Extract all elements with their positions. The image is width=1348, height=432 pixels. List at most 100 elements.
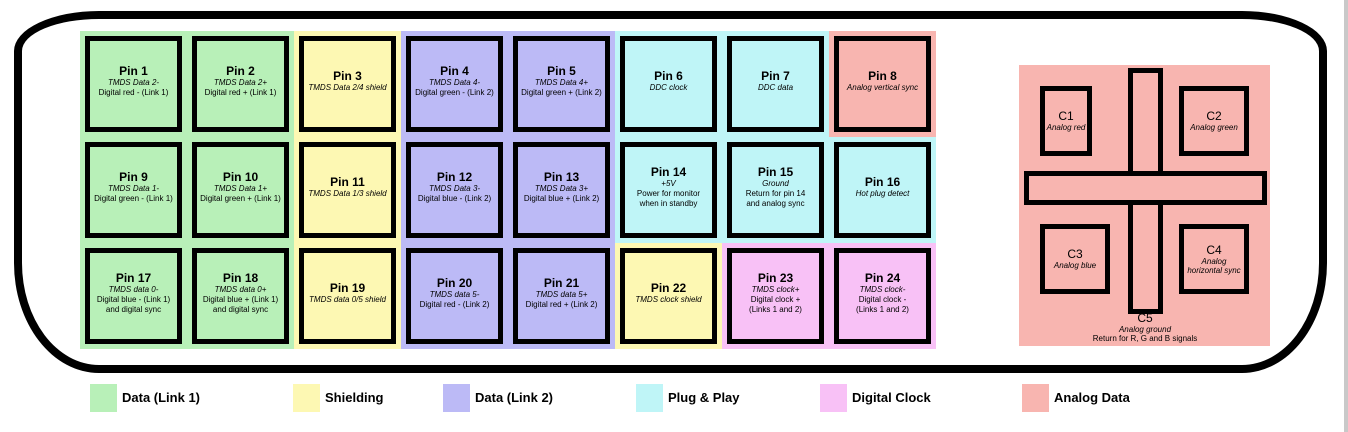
pin-c2-desc: Analog green bbox=[1190, 123, 1238, 132]
window-edge bbox=[1344, 0, 1348, 432]
pin-function: TMDS Data 4+ bbox=[534, 78, 589, 87]
pin-function: Hot plug detect bbox=[855, 189, 910, 198]
pin-name: Pin 11 bbox=[330, 175, 365, 189]
pin-function: TMDS data 0- bbox=[108, 285, 159, 294]
pin-c4-name: C4 bbox=[1206, 242, 1222, 257]
legend-label: Analog Data bbox=[1054, 390, 1130, 405]
pin-name: Pin 24 bbox=[864, 271, 901, 285]
pin-name: Pin 9 bbox=[119, 170, 148, 184]
pin-name: Pin 20 bbox=[436, 276, 473, 290]
pin-name: Pin 21 bbox=[543, 276, 580, 290]
pin-name: Pin 3 bbox=[333, 69, 362, 83]
pin-function: TMDS Data 3- bbox=[428, 184, 481, 193]
pin-signal: Digital red - (Link 1) bbox=[98, 88, 169, 97]
pin-name: Pin 17 bbox=[115, 271, 152, 285]
pin-signal: Digital blue - (Link 1) and digital sync bbox=[96, 295, 171, 314]
pin-name: Pin 5 bbox=[547, 64, 576, 78]
pin-c4-desc: Analog horizontal sync bbox=[1187, 256, 1241, 275]
pin-name: Pin 1 bbox=[119, 64, 148, 78]
pin-name: Pin 10 bbox=[222, 170, 259, 184]
pin-name: Pin 14 bbox=[650, 165, 687, 179]
pin-c1: C1 Analog red bbox=[1040, 86, 1092, 156]
pin-name: Pin 8 bbox=[868, 69, 897, 83]
pin-c5-desc: Analog ground bbox=[1118, 325, 1172, 334]
pin-c3: C3 Analog blue bbox=[1040, 224, 1110, 294]
pin-function: Analog vertical sync bbox=[846, 83, 919, 92]
pin-name: Pin 19 bbox=[329, 281, 366, 295]
pin-function: TMDS Data 1/3 shield bbox=[308, 189, 387, 198]
pin-signal: Power for monitor when in standby bbox=[636, 189, 701, 208]
pin-function: DDC data bbox=[757, 83, 794, 92]
pin-c3-name: C3 bbox=[1067, 247, 1083, 261]
pin-function: +5V bbox=[661, 179, 676, 188]
pin-signal: Digital green + (Link 1) bbox=[200, 194, 281, 203]
pin-name: Pin 12 bbox=[436, 170, 473, 184]
legend-swatch bbox=[636, 384, 663, 412]
legend-label: Shielding bbox=[325, 390, 384, 405]
legend-label: Digital Clock bbox=[852, 390, 931, 405]
pin-signal: Digital green + (Link 2) bbox=[521, 88, 602, 97]
pin-name: Pin 18 bbox=[222, 271, 259, 285]
pin-c1-desc: Analog red bbox=[1046, 123, 1086, 132]
pin-function: TMDS clock- bbox=[859, 285, 906, 294]
legend-swatch bbox=[1022, 384, 1049, 412]
legend-label: Data (Link 1) bbox=[122, 390, 201, 405]
pin-c2: C2 Analog green bbox=[1179, 86, 1249, 156]
legend-label: Data (Link 2) bbox=[475, 390, 554, 405]
legend-swatch bbox=[443, 384, 470, 412]
pin-function: TMDS Data 1- bbox=[107, 184, 160, 193]
pin-signal: Digital blue + (Link 1) and digital sync bbox=[202, 295, 279, 314]
pin-function: TMDS clock shield bbox=[635, 295, 702, 304]
legend-swatch bbox=[90, 384, 117, 412]
pin-signal: Digital red - (Link 2) bbox=[419, 300, 490, 309]
pin-function: DDC clock bbox=[649, 83, 688, 92]
pin-c5-label: C5 Analog ground Return for R, G and B s… bbox=[1070, 312, 1220, 344]
pin-c5-note: Return for R, G and B signals bbox=[1092, 334, 1198, 343]
pin-c3-desc: Analog blue bbox=[1053, 261, 1097, 270]
pin-name: Pin 15 bbox=[757, 165, 794, 179]
pin-c1-name: C1 bbox=[1058, 109, 1074, 123]
pin-signal: Digital blue + (Link 2) bbox=[523, 194, 600, 203]
pin-name: Pin 2 bbox=[226, 64, 255, 78]
pin-signal: Return for pin 14 and analog sync bbox=[745, 189, 806, 208]
pin-name: Pin 6 bbox=[654, 69, 683, 83]
legend-swatch bbox=[820, 384, 847, 412]
pin-c2-name: C2 bbox=[1206, 109, 1222, 123]
legend-swatch bbox=[293, 384, 320, 412]
pin-function: TMDS clock+ bbox=[751, 285, 800, 294]
pin-name: Pin 16 bbox=[864, 175, 901, 189]
